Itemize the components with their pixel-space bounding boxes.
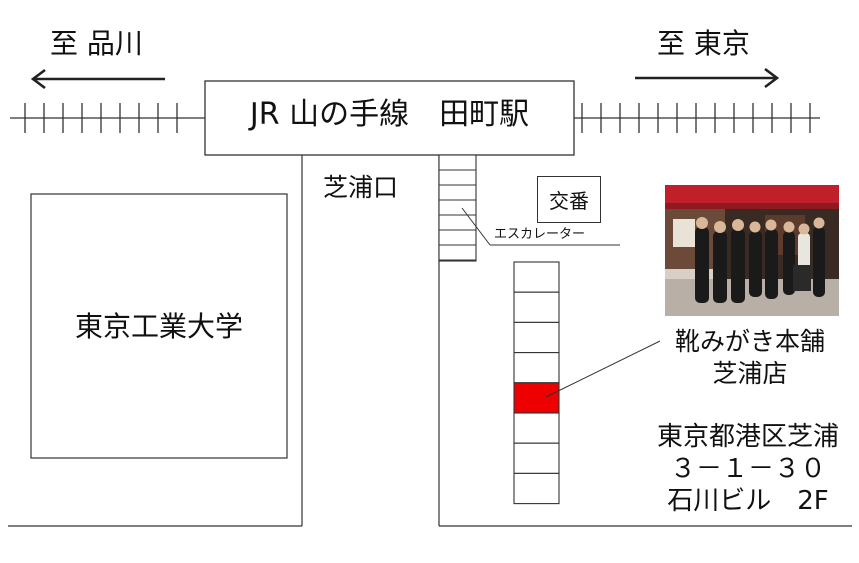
shop-name-line2: 芝浦店 — [712, 359, 788, 388]
koban-box: 交番 — [537, 176, 601, 223]
station-label: JR 山の手線 田町駅 — [249, 97, 530, 132]
shop-photo — [665, 185, 839, 316]
escalator — [438, 154, 477, 262]
shop-name-line1: 靴みがき本舗 — [674, 327, 825, 356]
building-unit — [513, 321, 560, 354]
building-unit — [513, 412, 560, 444]
railway-track — [10, 103, 820, 133]
address-line3: 石川ビル 2F — [667, 486, 829, 516]
shop-marker — [513, 382, 560, 414]
koban-label: 交番 — [549, 189, 589, 213]
direction-west-label: 至 品川 — [50, 27, 143, 60]
escalator-label: エスカレーター — [494, 227, 586, 242]
building-unit — [513, 472, 560, 505]
exit-label: 芝浦口 — [323, 173, 399, 202]
shop-name: 靴みがき本舗 芝浦店 — [660, 326, 840, 390]
university-block — [30, 193, 288, 459]
station-building — [204, 80, 575, 156]
building-unit — [513, 291, 560, 323]
building-unit — [513, 261, 560, 293]
direction-east-label: 至 東京 — [657, 27, 750, 60]
building-column — [513, 261, 560, 505]
arrow-right-icon — [635, 67, 780, 89]
shop-leader-line — [545, 340, 661, 398]
address-line1: 東京都港区芝浦 — [656, 422, 839, 452]
university-label: 東京工業大学 — [74, 310, 243, 343]
arrow-left-icon — [30, 68, 165, 90]
building-unit — [513, 442, 560, 474]
address-line2: ３－１－３０ — [669, 454, 826, 484]
building-unit — [513, 352, 560, 384]
escalator-leader-line — [461, 207, 620, 246]
